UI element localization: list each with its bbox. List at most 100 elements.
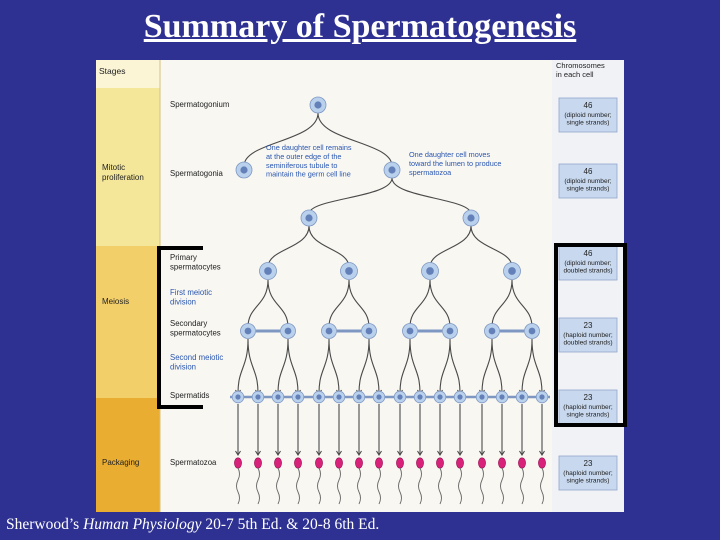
chromosomes-header: in each cell xyxy=(556,70,594,79)
chromosome-count: 46 xyxy=(584,249,593,258)
primary-spermatocyte-cell-nucleus xyxy=(345,267,353,275)
spermatozoon-tail xyxy=(418,467,422,505)
cell-type-label: Spermatogonium xyxy=(170,100,229,109)
cell-type-label: Secondary xyxy=(170,319,207,328)
stage-band-packaging xyxy=(96,398,160,512)
division-arrow xyxy=(243,112,393,167)
chromosome-strand-note: (diploid number; xyxy=(564,260,611,267)
stage-label: Mitotic xyxy=(102,163,125,172)
division-arrow xyxy=(358,338,380,394)
chromosome-strand-note: single strands) xyxy=(567,120,610,127)
spermatid-cell-nucleus xyxy=(376,394,382,400)
arrowhead xyxy=(417,450,423,457)
division-arrow xyxy=(277,338,299,394)
cell-type-label: First meiotic xyxy=(170,288,212,297)
primary-spermatocyte-cell-nucleus xyxy=(508,267,516,275)
division-arrow xyxy=(521,338,543,394)
secondary-spermatocyte-cell-nucleus xyxy=(446,327,454,335)
spermatozoon-tail xyxy=(438,467,442,505)
spermatozoon-tail xyxy=(520,467,524,505)
stage-band-mitotic xyxy=(96,88,160,246)
division-arrow xyxy=(439,338,461,394)
arrowhead xyxy=(295,450,301,457)
chromosome-strand-note: (diploid number; xyxy=(564,178,611,185)
spermatogonia-cell-retained-nucleus xyxy=(240,166,248,174)
cell-type-label: division xyxy=(170,363,196,372)
spermatozoon-head xyxy=(294,457,302,469)
spermatozoon-tail xyxy=(540,467,544,505)
arrowhead xyxy=(457,450,463,457)
spermatid-cell-nucleus xyxy=(417,394,423,400)
meiosis-label-highlight xyxy=(157,246,203,409)
chromosome-count: 46 xyxy=(584,101,593,110)
secondary-spermatocyte-cell-nucleus xyxy=(406,327,414,335)
chromosome-strand-note: (diploid number; xyxy=(564,112,611,119)
arrowhead xyxy=(437,450,443,457)
chromosome-box xyxy=(558,97,618,133)
spermatid-cell-nucleus xyxy=(519,394,525,400)
chromosome-count: 23 xyxy=(584,393,593,402)
division-arrow xyxy=(481,338,503,394)
arrowhead xyxy=(275,450,281,457)
chromosome-strand-note: single strands) xyxy=(567,412,610,419)
spermatozoon-head xyxy=(234,457,242,469)
spermatozoon-head xyxy=(478,457,486,469)
division-arrow xyxy=(328,279,370,328)
annotation-remains-at-edge: seminiferous tubule to xyxy=(266,161,337,170)
spermatid-cell-nucleus xyxy=(235,394,241,400)
arrowhead xyxy=(235,450,241,457)
secondary-spermatocyte-cell-nucleus xyxy=(365,327,373,335)
chromosome-box xyxy=(558,245,618,281)
cell-type-label: Spermatids xyxy=(170,391,210,400)
chromosome-strand-note: (haploid number; xyxy=(563,332,613,339)
stage-label: Meiosis xyxy=(102,297,129,306)
division-arrow xyxy=(237,338,259,394)
spermatozoon-tail xyxy=(458,467,462,505)
annotation-moves-to-lumen: One daughter cell moves xyxy=(409,150,490,159)
spermatid-cell-nucleus xyxy=(295,394,301,400)
arrowhead xyxy=(479,450,485,457)
chromosome-box xyxy=(558,389,618,425)
spermatid-cell-nucleus xyxy=(499,394,505,400)
caption-suffix: 20-7 5th Ed. & 20-8 6th Ed. xyxy=(201,516,380,533)
spermatid-cell-nucleus xyxy=(457,394,463,400)
caption-book-title: Human Physiology xyxy=(83,516,202,533)
spermatogonia-cell-nucleus xyxy=(467,214,475,222)
primary-spermatocyte-cell-nucleus xyxy=(426,267,434,275)
annotation-moves-to-lumen: spermatozoa xyxy=(409,168,452,177)
citation-caption: Sherwood’s Human Physiology 20-7 5th Ed.… xyxy=(6,516,379,534)
spermatid-cell-nucleus xyxy=(437,394,443,400)
spermatid-cell-nucleus xyxy=(336,394,342,400)
chromosome-strand-note: (haploid number; xyxy=(563,470,613,477)
secondary-spermatocyte-cell-nucleus xyxy=(284,327,292,335)
arrowhead xyxy=(255,450,261,457)
annotation-remains-at-edge: maintain the germ cell line xyxy=(266,170,351,179)
chromosome-count: 23 xyxy=(584,459,593,468)
stages-header: Stages xyxy=(99,66,125,76)
spermatozoon-head xyxy=(436,457,444,469)
cell-type-label: Spermatozoa xyxy=(170,458,217,467)
division-arrow xyxy=(399,338,421,394)
division-arrow xyxy=(491,279,533,328)
spermatozoon-tail xyxy=(236,467,240,505)
division-arrow xyxy=(318,338,340,394)
spermatozoon-tail xyxy=(398,467,402,505)
chromosome-strand-note: (haploid number; xyxy=(563,404,613,411)
cell-type-label: spermatocytes xyxy=(170,263,221,272)
spermatozoon-tail xyxy=(500,467,504,505)
secondary-spermatocyte-cell-nucleus xyxy=(488,327,496,335)
arrowhead xyxy=(519,450,525,457)
spermatozoon-tail xyxy=(337,467,341,505)
spermatozoon-head xyxy=(498,457,506,469)
arrowhead xyxy=(539,450,545,457)
cell-type-label: spermatocytes xyxy=(170,329,221,338)
spermatogonia-cell-nucleus xyxy=(305,214,313,222)
spermatozoon-head xyxy=(254,457,262,469)
chromosome-strand-note: doubled strands) xyxy=(563,268,612,275)
spermatid-cell-nucleus xyxy=(255,394,261,400)
figure-background xyxy=(96,60,624,512)
stage-label: proliferation xyxy=(102,173,144,182)
secondary-spermatocyte-cell-nucleus xyxy=(325,327,333,335)
meiosis-chromosome-highlight xyxy=(554,243,627,427)
spermatid-cell-nucleus xyxy=(397,394,403,400)
